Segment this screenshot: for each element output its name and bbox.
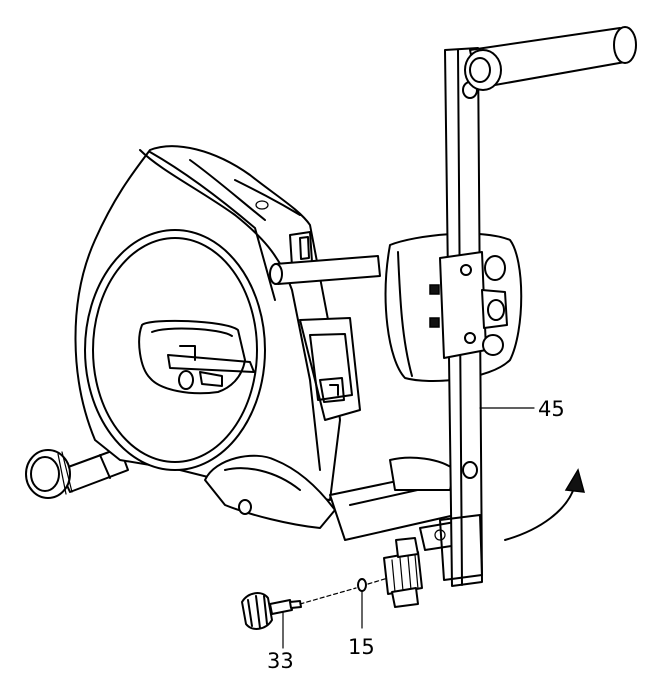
rear-end-cap <box>25 449 73 499</box>
handlebar-post <box>429 47 508 587</box>
foot-pedal <box>204 454 336 529</box>
adjustment-knob <box>383 537 423 608</box>
bolt-33 <box>241 592 302 630</box>
callout-33: 33 <box>267 649 294 673</box>
front-base-frame <box>329 456 459 551</box>
exploded-axis-line <box>299 577 389 605</box>
upper-handle-tube <box>464 26 637 91</box>
crossbar <box>269 255 381 285</box>
callout-15: 15 <box>348 635 375 659</box>
flywheel-cover <box>84 229 266 471</box>
callout-45: 45 <box>538 397 565 421</box>
rotation-arrow <box>504 468 586 541</box>
washer-15 <box>357 578 367 592</box>
callout-leaders <box>282 407 535 649</box>
